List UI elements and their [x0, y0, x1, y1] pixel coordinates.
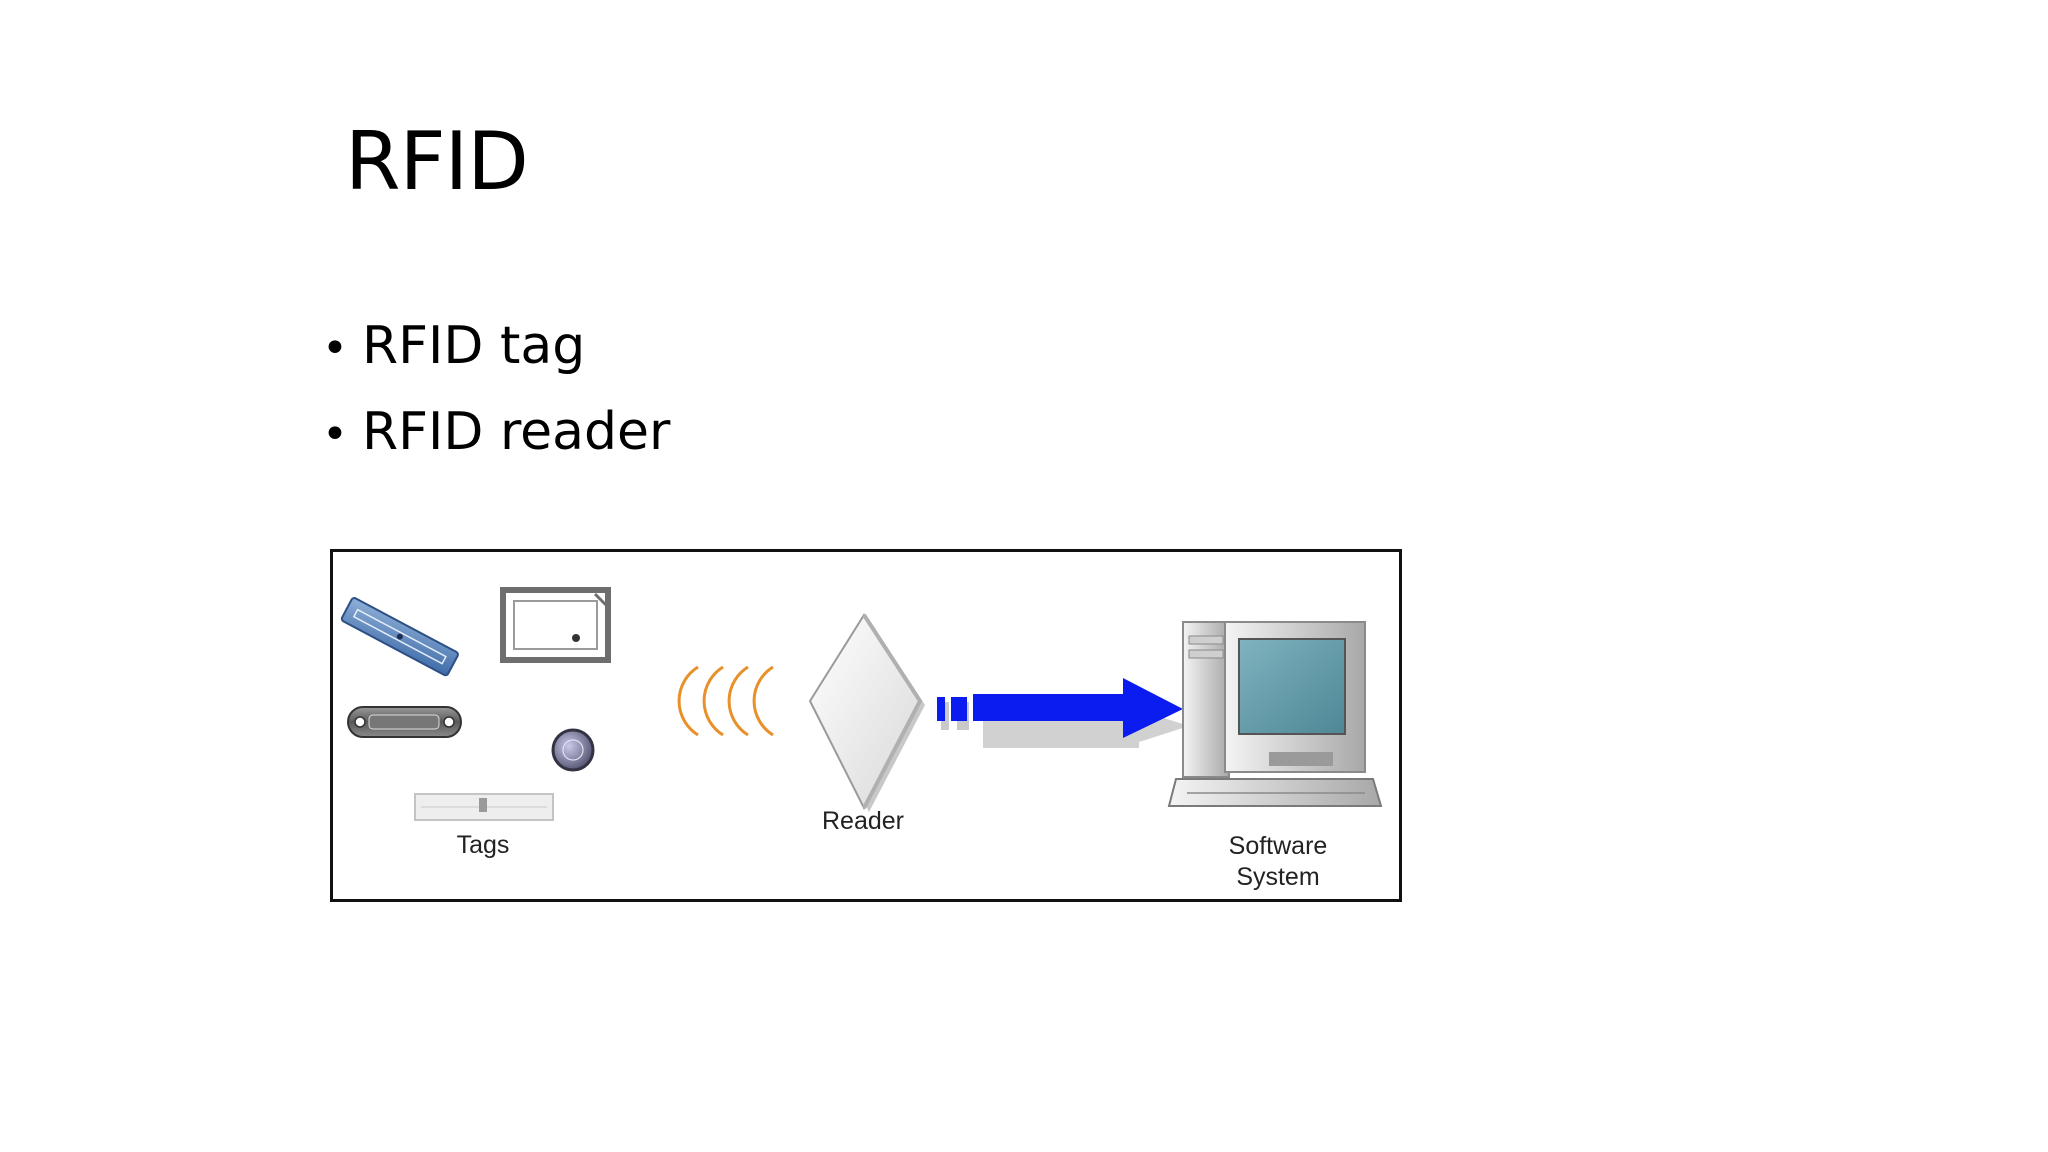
bullet-icon: • — [322, 409, 348, 460]
bullet-text: RFID reader — [362, 402, 671, 462]
reader-icon — [808, 613, 925, 812]
tag-disc-icon — [551, 728, 595, 772]
tags-label: Tags — [456, 831, 510, 859]
bullet-text: RFID tag — [362, 316, 586, 376]
software-system-label: Software System — [1188, 831, 1368, 893]
diagram-graphics — [340, 587, 1383, 821]
bullet-item-rfid-tag: • RFID tag — [322, 316, 670, 402]
reader-label: Reader — [822, 807, 904, 835]
tag-label-strip-icon — [340, 597, 459, 677]
tag-flat-strip-icon — [414, 793, 554, 821]
tags-group — [340, 587, 611, 821]
software-label-line1: Software — [1228, 832, 1328, 860]
rfid-system-diagram: Tags Reader Software System — [330, 549, 1402, 902]
bullet-list: • RFID tag • RFID reader — [322, 316, 670, 488]
computer-icon — [1167, 621, 1383, 807]
software-label-line2: System — [1236, 863, 1320, 891]
bullet-icon: • — [322, 323, 348, 374]
slide-title: RFID — [345, 115, 529, 208]
data-arrow-icon — [937, 678, 1189, 748]
signal-waves-icon — [677, 665, 774, 737]
tag-keyfob-icon — [347, 706, 462, 738]
tag-card-icon — [500, 587, 611, 663]
bullet-item-rfid-reader: • RFID reader — [322, 402, 670, 488]
